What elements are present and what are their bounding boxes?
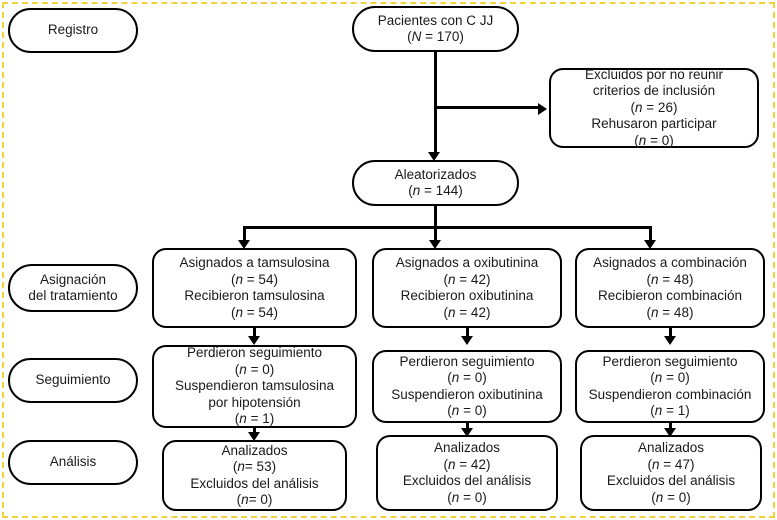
node-seguimiento-combinacion-line2: (n = 0) — [650, 370, 690, 385]
node-analisis-oxibutinina[interactable]: Analizados (n = 42) Excluidos del anális… — [376, 435, 558, 511]
node-excluidos-line5: (n = 0) — [634, 132, 674, 148]
node-aleatorizados[interactable]: Aleatorizados (n = 144) — [352, 160, 519, 206]
connector-enrollment-to-randomized — [434, 52, 437, 154]
node-analisis-tamsulosina-line3: Excluidos del análisis — [190, 475, 319, 491]
node-asignados-oxibutinina-line4: (n = 42) — [443, 304, 491, 320]
stage-label-asignacion[interactable]: Asignación del tratamiento — [8, 264, 138, 312]
node-seguimiento-oxibutinina-line3: Suspendieron oxibutinina — [391, 386, 543, 402]
stage-label-seguimiento[interactable]: Seguimiento — [8, 358, 138, 403]
stage-label-registro[interactable]: Registro — [8, 8, 138, 53]
connector-split-bus — [243, 226, 652, 229]
arrowhead-enrollment-to-randomized — [428, 152, 440, 161]
node-seguimiento-tamsulosina-line2: (n = 0) — [234, 361, 275, 377]
connector-drop-col2 — [434, 226, 437, 242]
node-asignados-tamsulosina-line3: Recibieron tamsulosina — [184, 288, 325, 303]
node-asignados-combinacion[interactable]: Asignados a combinación (n = 48) Recibie… — [575, 248, 765, 328]
node-excluidos[interactable]: Excluidos por no reunir criterios de inc… — [549, 66, 759, 148]
arrowhead-to-excluded — [538, 103, 547, 115]
stage-label-asignacion-line2: del tratamiento — [28, 288, 118, 303]
stage-label-asignacion-line1: Asignación — [39, 271, 107, 287]
node-pacientes-line2: (N = 170) — [407, 29, 464, 44]
arrowhead-followup-col2 — [461, 336, 473, 345]
arrowhead-col3-allocation — [644, 240, 656, 249]
node-analisis-combinacion-line4: (n = 0) — [651, 489, 691, 505]
node-analisis-combinacion-line1: Analizados — [637, 440, 705, 455]
arrowhead-followup-col1 — [248, 336, 260, 345]
node-analisis-oxibutinina-line2: (n = 42) — [443, 456, 491, 472]
node-asignados-tamsulosina-line1: Asignados a tamsulosina — [179, 255, 330, 270]
node-analisis-combinacion-line3: Excluidos del análisis — [606, 473, 736, 488]
arrowhead-followup-col3 — [664, 336, 676, 345]
arrowhead-col2-allocation — [429, 240, 441, 249]
stage-label-registro-text: Registro — [47, 22, 99, 38]
node-pacientes-line1: Pacientes con C JJ — [377, 12, 494, 28]
stage-label-analisis[interactable]: Análisis — [8, 440, 138, 485]
node-analisis-oxibutinina-line4: (n = 0) — [447, 489, 487, 505]
arrowhead-col1-allocation — [238, 240, 250, 249]
node-asignados-tamsulosina-line2: (n = 54) — [231, 271, 278, 287]
stage-label-analisis-text: Análisis — [49, 454, 97, 470]
node-seguimiento-oxibutinina-line1: Perdieron seguimiento — [399, 353, 535, 369]
node-seguimiento-oxibutinina-line5: (n = 0) — [447, 403, 487, 418]
node-seguimiento-tamsulosina-line3: Suspendieron tamsulosina — [174, 378, 335, 394]
node-analisis-combinacion[interactable]: Analizados (n = 47) Excluidos del anális… — [580, 435, 762, 511]
node-seguimiento-combinacion-line3: Suspendieron combinación — [588, 386, 752, 402]
node-analisis-tamsulosina-line2: (n= 53) — [232, 459, 277, 474]
node-analisis-tamsulosina[interactable]: Analizados (n= 53) Excluidos del análisi… — [162, 440, 347, 511]
node-asignados-oxibutinina-line1: Asignados a oxibutinina — [395, 255, 539, 270]
node-seguimiento-combinacion-line1: Perdieron seguimiento — [602, 353, 738, 369]
arrowhead-analysis-col1 — [248, 432, 260, 441]
arrowhead-analysis-col2 — [461, 428, 473, 437]
node-analisis-combinacion-line2: (n = 47) — [647, 456, 695, 472]
node-seguimiento-tamsulosina-line4: por hipotensión — [208, 394, 301, 410]
node-seguimiento-tamsulosina-line1: Perdieron seguimiento — [186, 345, 323, 361]
node-asignados-oxibutinina-line2: (n = 42) — [443, 271, 491, 287]
node-excluidos-line2: criterios de inclusión — [592, 83, 716, 99]
connector-alloc-to-followup-col2 — [466, 328, 469, 340]
node-analisis-tamsulosina-line1: Analizados — [221, 442, 288, 458]
node-asignados-oxibutinina[interactable]: Asignados a oxibutinina (n = 42) Recibie… — [372, 248, 562, 328]
node-seguimiento-oxibutinina[interactable]: Perdieron seguimiento (n = 0) Suspendier… — [372, 350, 562, 423]
connector-to-excluded — [434, 106, 541, 109]
node-asignados-tamsulosina-line4: (n = 54) — [231, 304, 278, 320]
node-excluidos-line3: (n = 26) — [630, 99, 678, 115]
node-analisis-tamsulosina-line4: (n= 0) — [236, 492, 273, 507]
node-aleatorizados-line1: Aleatorizados — [394, 166, 477, 182]
node-seguimiento-oxibutinina-line2: (n = 0) — [447, 370, 487, 385]
node-seguimiento-tamsulosina-line5: (n = 1) — [234, 411, 275, 427]
node-seguimiento-combinacion[interactable]: Perdieron seguimiento (n = 0) Suspendier… — [575, 350, 765, 423]
node-analisis-oxibutinina-line1: Analizados — [433, 440, 501, 455]
node-asignados-tamsulosina[interactable]: Asignados a tamsulosina (n = 54) Recibie… — [152, 248, 357, 328]
node-analisis-oxibutinina-line3: Excluidos del análisis — [402, 473, 532, 488]
node-asignados-combinacion-line2: (n = 48) — [646, 271, 694, 287]
node-excluidos-line4: Rehusaron participar — [591, 116, 717, 132]
node-pacientes-con-c-jj[interactable]: Pacientes con C JJ (N = 170) — [352, 6, 519, 52]
connector-drop-col3 — [649, 226, 652, 242]
arrowhead-analysis-col3 — [664, 428, 676, 437]
connector-alloc-to-followup-col1 — [253, 328, 256, 340]
connector-drop-col1 — [243, 226, 246, 242]
stage-label-seguimiento-text: Seguimiento — [35, 372, 111, 388]
node-asignados-combinacion-line1: Asignados a combinación — [593, 255, 747, 270]
node-asignados-oxibutinina-line3: Recibieron oxibutinina — [400, 288, 534, 303]
connector-randomized-stem — [434, 206, 437, 228]
node-seguimiento-combinacion-line5: (n = 1) — [650, 403, 690, 418]
node-aleatorizados-line2: (n = 144) — [408, 183, 463, 198]
node-excluidos-line1: Excluidos por no reunir — [584, 66, 724, 82]
node-asignados-combinacion-line3: Recibieron combinación — [597, 288, 743, 303]
connector-alloc-to-followup-col3 — [669, 328, 672, 340]
node-asignados-combinacion-line4: (n = 48) — [646, 304, 694, 320]
node-seguimiento-tamsulosina[interactable]: Perdieron seguimiento (n = 0) Suspendier… — [152, 345, 357, 428]
